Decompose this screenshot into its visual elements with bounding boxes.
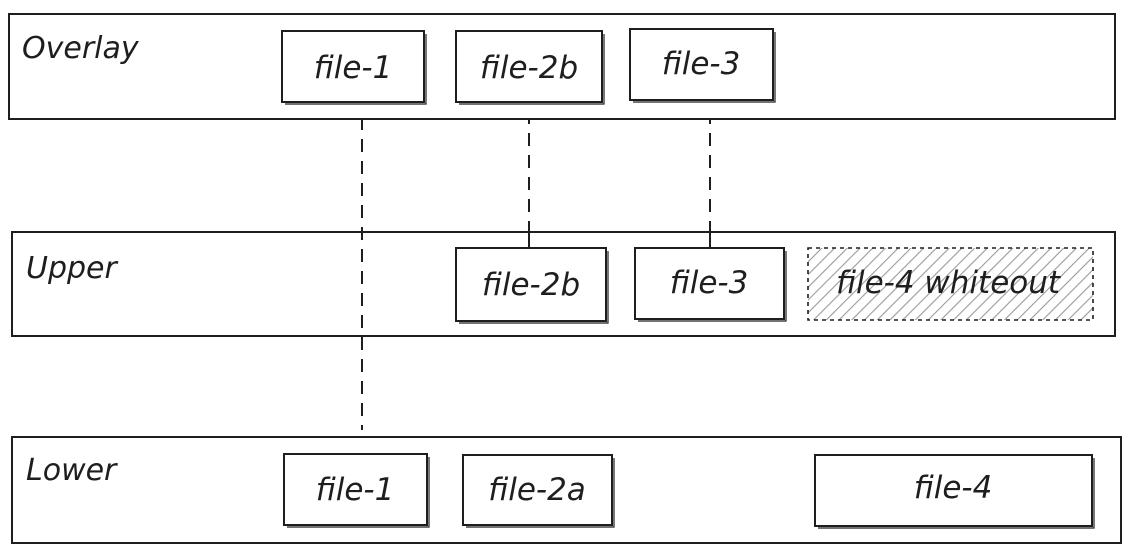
layer-upper: Upper file-2b file-3 file-4 whiteout (11, 231, 1116, 337)
layer-overlay: Overlay file-1 file-2b file-3 (8, 13, 1116, 120)
lower-file-1-label: file-1 (316, 472, 395, 508)
lower-file-1-box: file-1 (283, 453, 430, 528)
lower-file-4-label: file-4 (914, 470, 993, 506)
whiteout-hatch (807, 247, 1094, 321)
upper-file-2b-label: file-2b (482, 267, 580, 303)
link-lines (361, 111, 711, 430)
overlay-file-1-box: file-1 (281, 30, 427, 105)
upper-file-3-box: file-3 (634, 247, 787, 322)
layer-upper-label: Upper (26, 251, 119, 286)
lower-file-2a-box: file-2a (462, 454, 615, 528)
overlay-file-2b-label: file-2b (480, 50, 578, 86)
layer-lower-label: Lower (26, 453, 118, 488)
overlay-file-3-label: file-3 (662, 46, 741, 82)
upper-file-2b-box: file-2b (455, 247, 609, 324)
overlay-file-1-label: file-1 (314, 50, 393, 86)
upper-file-4-whiteout-box: file-4 whiteout (807, 247, 1094, 321)
layer-overlay-label: Overlay (22, 31, 140, 66)
layer-upper-frame (11, 231, 1116, 337)
upper-file-3-label: file-3 (670, 265, 749, 301)
lower-file-2a-label: file-2a (488, 472, 586, 508)
upper-file-4-whiteout-label: file-4 whiteout (836, 265, 1062, 301)
layer-lower-frame (11, 436, 1122, 544)
overlay-file-3-box: file-3 (629, 28, 776, 103)
lower-file-4-box: file-4 (814, 454, 1095, 529)
layer-lower: Lower file-1 file-2a file-4 (11, 436, 1122, 544)
overlay-file-2b-box: file-2b (455, 30, 605, 105)
